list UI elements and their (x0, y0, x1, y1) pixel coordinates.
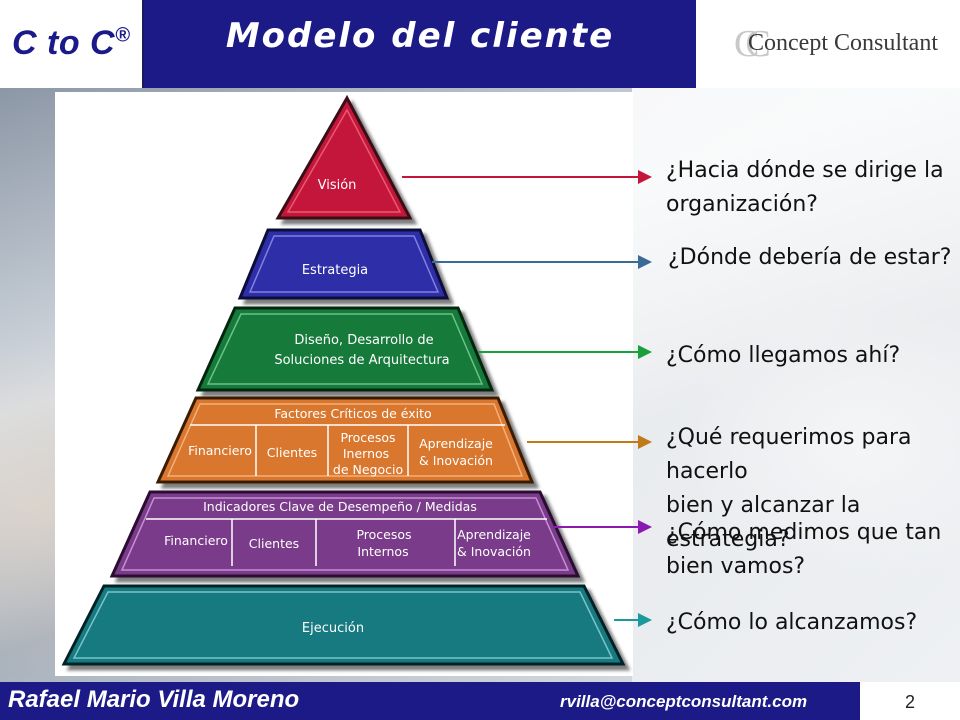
question-execution: ¿Cómo lo alcanzamos? (666, 610, 918, 635)
brand-name: Concept Consultant (748, 30, 938, 56)
factor-financiero: Financiero (188, 443, 252, 458)
pyramid-vision: Visión (275, 94, 413, 220)
header-title-bar: Modelo del cliente (144, 0, 696, 88)
factor-aprendizaje: Aprendizaje (419, 436, 493, 451)
background-overlay (632, 88, 960, 682)
question-vision-line2: organización? (666, 192, 818, 217)
pyramid-indicators: Indicadores Clave de Desempeño / Medidas… (109, 490, 581, 578)
question-indicators-line1: ¿Cómo medimos que tan (666, 520, 942, 545)
indicator-clientes: Clientes (249, 536, 299, 551)
footer-email: rvilla@conceptconsultant.com (560, 692, 808, 711)
factor-inovacion: & Inovación (419, 453, 493, 468)
design-label-line1: Diseño, Desarrollo de (294, 333, 433, 348)
indicator-inovacion: & Inovación (457, 544, 531, 559)
question-strategy: ¿Dónde debería de estar? (668, 245, 952, 270)
arrow-strategy (432, 255, 652, 269)
header-logo: C to C® (0, 0, 144, 88)
page-number: 2 (904, 692, 915, 712)
question-factors-line1: ¿Qué requerimos para hacerlo (666, 425, 912, 484)
question-design: ¿Cómo llegamos ahí? (666, 343, 901, 368)
arrow-factors (527, 435, 652, 449)
question-indicators-line2: bien vamos? (666, 554, 806, 579)
question-vision: ¿Hacia dónde se dirige la organización? (666, 154, 944, 222)
factors-title: Factores Críticos de éxito (274, 406, 431, 421)
question-factors-line2: bien y alcanzar la estrategia? (666, 493, 861, 552)
question-vision-line1: ¿Hacia dónde se dirige la (666, 158, 944, 183)
design-label-line2: Soluciones de Arquitectura (274, 353, 449, 368)
pyramid-factors: Factores Críticos de éxito Financiero Cl… (155, 396, 535, 484)
arrow-execution (614, 613, 652, 627)
pyramid-design: Diseño, Desarrollo de Soluciones de Arqu… (195, 306, 495, 392)
question-indicators: ¿Cómo medimos que tan bien vamos? (666, 516, 941, 584)
registered-mark: ® (115, 24, 131, 47)
arrow-indicators (553, 520, 652, 534)
logo-text: C to C (12, 24, 116, 62)
indicator-procesos: Procesos (356, 527, 411, 542)
indicator-aprendizaje: Aprendizaje (457, 527, 531, 542)
factor-procesos: Procesos (340, 430, 395, 445)
arrow-vision (402, 170, 652, 184)
page-number-box: 2 (860, 682, 960, 720)
strategy-label: Estrategia (302, 263, 368, 278)
factor-clientes: Clientes (267, 445, 317, 460)
question-factors: ¿Qué requerimos para hacerlo bien y alca… (666, 421, 960, 557)
footer-author: Rafael Mario Villa Moreno (8, 686, 300, 713)
pyramid-strategy: Estrategia (237, 228, 450, 300)
pyramid-execution: Ejecución (61, 584, 626, 666)
factor-de-negocio: de Negocio (333, 462, 403, 477)
indicator-financiero: Financiero (164, 533, 228, 548)
brand-logo: CC Concept Consultant (696, 0, 960, 88)
vision-label: Visión (318, 178, 357, 193)
arrow-design (478, 345, 652, 359)
factor-inernos: Inernos (343, 446, 389, 461)
execution-label: Ejecución (302, 621, 364, 636)
indicator-internos: Internos (357, 544, 408, 559)
indicators-title: Indicadores Clave de Desempeño / Medidas (203, 499, 477, 514)
page-title: Modelo del cliente (225, 16, 615, 56)
footer-bar (0, 682, 860, 720)
